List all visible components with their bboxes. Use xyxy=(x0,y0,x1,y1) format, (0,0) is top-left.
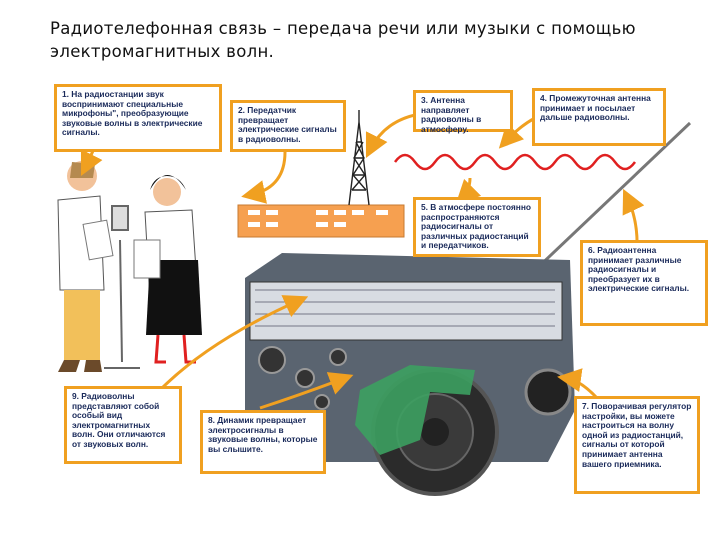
step-5-text: 5. В атмосфере постоянно распространяютс… xyxy=(421,202,532,251)
step-2-text: 2. Передатчик превращает электрические с… xyxy=(238,105,337,144)
antenna-tower xyxy=(348,110,370,206)
page-heading: Радиотелефонная связь – передача речи ил… xyxy=(50,19,636,61)
microphone-stand xyxy=(104,205,140,369)
step-4-box: 4. Промежуточная антенна принимает и пос… xyxy=(532,88,666,146)
step-7-text: 7. Поворачивая регулятор настройки, вы м… xyxy=(582,401,692,469)
step-5-box: 5. В атмосфере постоянно распространяютс… xyxy=(413,197,541,257)
step-1-text: 1. На радиостанции звук воспринимают спе… xyxy=(62,89,203,138)
transmitter-building xyxy=(237,204,405,238)
step-8-box: 8. Динамик превращает электросигналы в з… xyxy=(200,410,326,474)
step-6-box: 6. Радиоантенна принимает различные ради… xyxy=(580,240,708,326)
woman-figure xyxy=(133,175,202,364)
radio-receiver xyxy=(245,121,692,496)
step-2-box: 2. Передатчик превращает электрические с… xyxy=(230,100,346,152)
step-3-text: 3. Антенна направляет радиоволны в атмос… xyxy=(421,95,482,134)
step-1-box: 1. На радиостанции звук воспринимают спе… xyxy=(54,84,222,152)
man-figure xyxy=(57,161,114,372)
step-9-box: 9. Радиоволны представляют собой особый … xyxy=(64,386,182,464)
step-6-text: 6. Радиоантенна принимает различные ради… xyxy=(588,245,690,294)
step-7-box: 7. Поворачивая регулятор настройки, вы м… xyxy=(574,396,700,494)
step-3-box: 3. Антенна направляет радиоволны в атмос… xyxy=(413,90,513,134)
step-9-text: 9. Радиоволны представляют собой особый … xyxy=(72,391,166,449)
step-8-text: 8. Динамик превращает электросигналы в з… xyxy=(208,415,318,454)
radio-wave xyxy=(393,153,637,171)
step-4-text: 4. Промежуточная антенна принимает и пос… xyxy=(540,93,651,123)
